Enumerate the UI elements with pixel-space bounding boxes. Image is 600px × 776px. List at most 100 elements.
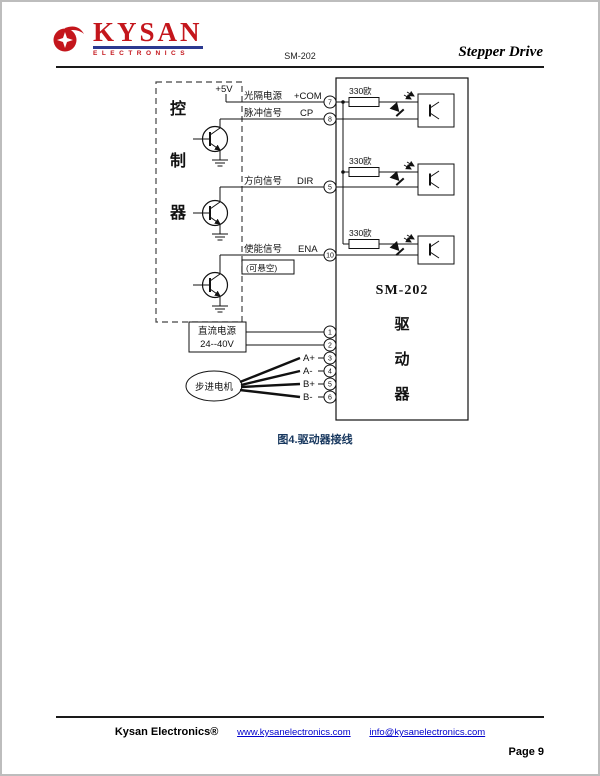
signal-ena-name: 使能信号	[244, 243, 282, 255]
terminal-4: 4	[323, 364, 337, 378]
ena-note: (可悬空)	[246, 263, 277, 273]
footer-company: Kysan Electronics®	[114, 726, 219, 738]
terminal-5: 5	[323, 180, 337, 194]
led-symbol	[389, 240, 405, 256]
logo-brand: KYSAN	[93, 17, 203, 47]
resistor	[348, 97, 380, 107]
terminal-2: 2	[323, 338, 337, 352]
opto-box	[417, 93, 455, 128]
terminal-10: 10	[323, 248, 337, 262]
com-bus	[341, 100, 345, 244]
svg-text:2: 2	[328, 343, 332, 350]
motor-label: 步进电机	[195, 381, 234, 393]
svg-text:8: 8	[328, 117, 332, 124]
signal-ena: 使能信号 ENA (可悬空)	[220, 243, 324, 275]
terminal-1: 1	[323, 325, 337, 339]
terminal-6: 6	[323, 390, 337, 404]
terminals: 7 8 5 10 1 2 3	[323, 95, 337, 404]
phase-b-minus: B-	[303, 392, 313, 403]
drive-char-2: 动	[394, 350, 409, 368]
led-symbol	[389, 170, 405, 186]
ena-note-box	[241, 259, 295, 275]
svg-text:4: 4	[328, 369, 332, 376]
svg-text:5: 5	[328, 185, 332, 192]
svg-text:7: 7	[328, 100, 332, 107]
svg-text:5: 5	[328, 382, 332, 389]
footer-link-website[interactable]: www.kysanelectronics.com	[237, 727, 351, 738]
signal-com-pin: +COM	[294, 91, 322, 102]
resistor-value: 330欧	[349, 156, 372, 166]
doc-title: Stepper Drive	[458, 44, 543, 60]
phase-b-plus: B+	[303, 379, 315, 390]
dc-power-line2: 24--40V	[200, 339, 234, 350]
kysan-swirl-icon	[53, 26, 84, 52]
resistor	[348, 167, 380, 177]
controller-box: 控 制 器	[155, 81, 243, 323]
signal-dir-name: 方向信号	[244, 175, 282, 187]
figure-caption: 图4.驱动器接线	[277, 432, 352, 446]
phototransistor	[429, 101, 440, 120]
terminal-7: 7	[323, 95, 337, 109]
svg-text:10: 10	[326, 253, 334, 260]
footer-rule	[56, 716, 544, 718]
signal-cp-name: 脉冲信号	[244, 107, 282, 119]
transistor-stage-dir	[193, 187, 229, 241]
wiring-diagram: 控 制 器 +5V 光隔电源 +COM 脉冲信号 CP 方向信号 DIR 使能信…	[155, 77, 469, 446]
signal-cp: 脉冲信号 CP	[220, 107, 324, 120]
dc-power-outline	[188, 321, 247, 353]
optocoupler-channel-ena: 330欧	[336, 228, 455, 265]
svg-text:1: 1	[328, 330, 332, 337]
drive-outline	[335, 77, 469, 421]
signal-dir-pin: DIR	[297, 176, 314, 187]
optocoupler-channel-dir: 330欧	[336, 156, 455, 196]
transistor-stage-ena	[193, 255, 229, 313]
terminal-8: 8	[323, 112, 337, 126]
dc-power-box: 直流电源 24--40V	[188, 321, 324, 353]
phototransistor	[429, 170, 440, 189]
resistor-value: 330欧	[349, 228, 372, 238]
signal-ena-pin: ENA	[298, 244, 318, 255]
ground-symbol	[212, 159, 228, 167]
optocoupler-channel-cp: 330欧	[336, 86, 455, 128]
controller-char-3: 器	[169, 204, 187, 222]
phase-a-plus: A+	[303, 353, 315, 364]
drive-char-3: 器	[393, 386, 410, 403]
led-symbol	[389, 101, 405, 117]
opto-box	[417, 163, 455, 196]
resistor	[348, 239, 380, 249]
footer: Kysan Electronics® www.kysanelectronics.…	[2, 726, 598, 738]
supply-5v-label: +5V	[215, 84, 233, 95]
supply-5v: +5V	[215, 84, 233, 102]
transistor-stage-cp	[193, 119, 229, 167]
phase-a-minus: A-	[303, 366, 313, 377]
signal-dir: 方向信号 DIR	[220, 175, 324, 188]
terminal-5b: 5	[323, 377, 337, 391]
header-rule	[56, 66, 544, 68]
page-number: Page 9	[508, 746, 544, 758]
signal-cp-pin: CP	[300, 108, 313, 119]
drive-char-1: 驱	[394, 316, 409, 333]
page-header: KYSAN ELECTRONICS SM-202 Stepper Drive	[2, 2, 598, 72]
controller-outline	[155, 81, 243, 323]
drive-box: SM-202 驱 动 器	[335, 77, 469, 421]
kysan-logo: KYSAN ELECTRONICS	[50, 17, 203, 57]
svg-text:6: 6	[328, 395, 332, 402]
ground-symbol	[212, 233, 228, 241]
terminal-3: 3	[323, 351, 337, 365]
phototransistor	[429, 240, 440, 259]
opto-box	[417, 235, 455, 265]
svg-text:3: 3	[328, 356, 332, 363]
controller-char-1: 控	[170, 99, 186, 118]
footer-link-email[interactable]: info@kysanelectronics.com	[369, 727, 486, 738]
stepper-motor: 步进电机 A+ A- B+ B-	[185, 353, 324, 403]
drive-name: SM-202	[376, 283, 429, 298]
resistor-value: 330欧	[349, 86, 372, 96]
dc-power-line1: 直流电源	[198, 325, 237, 337]
controller-char-2: 制	[170, 152, 186, 170]
logo-text: KYSAN ELECTRONICS	[93, 17, 203, 57]
signal-com-name: 光隔电源	[244, 90, 283, 102]
logo-subtitle: ELECTRONICS	[93, 46, 203, 57]
signal-com: 光隔电源 +COM	[226, 90, 324, 103]
doc-code: SM-202	[284, 51, 316, 61]
